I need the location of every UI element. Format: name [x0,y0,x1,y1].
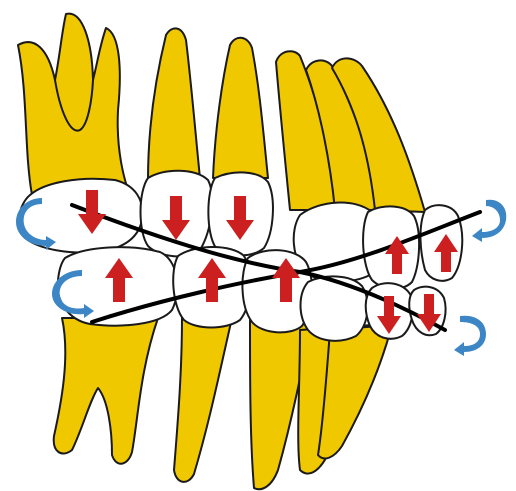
lower-tooth-5-root [318,325,392,458]
curved-arrow-icon [454,316,486,356]
lower-tooth-4-crown [301,276,368,340]
upper-tooth-2-root [148,28,200,180]
lower-roots [54,318,392,489]
upper-molar-root [18,14,130,195]
lower-molar-root [54,318,158,464]
curved-arrow-icon [472,200,506,242]
lower-tooth-2-root [174,318,232,482]
upper-tooth-3-root [213,38,268,178]
